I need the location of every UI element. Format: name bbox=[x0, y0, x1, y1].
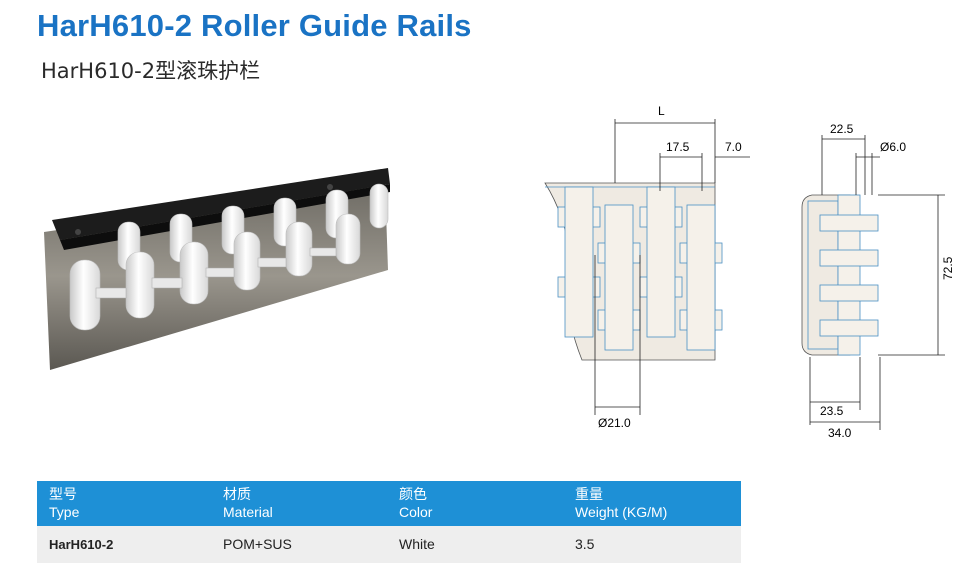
dim-roller-diameter: Ø21.0 bbox=[598, 416, 631, 430]
dim-pitch: 17.5 bbox=[666, 140, 690, 154]
dim-height: 72.5 bbox=[941, 256, 955, 280]
dim-length: L bbox=[658, 104, 665, 118]
dim-width-total: 34.0 bbox=[828, 426, 852, 440]
cell-type: HarH610-2 bbox=[37, 526, 211, 563]
cell-material: POM+SUS bbox=[211, 526, 387, 563]
page-subtitle: HarH610-2型滚珠护栏 bbox=[41, 59, 261, 83]
technical-drawing: L 17.5 7.0 Ø21.0 22.5 Ø6.0 72.5 23.5 34.… bbox=[544, 104, 955, 440]
dim-width-mid: 23.5 bbox=[820, 404, 844, 418]
cell-weight: 3.5 bbox=[563, 526, 741, 563]
dim-offset: 7.0 bbox=[725, 140, 742, 154]
cell-color: White bbox=[387, 526, 563, 563]
product-photo bbox=[44, 168, 390, 370]
table-row: HarH610-2 POM+SUS White 3.5 bbox=[37, 526, 741, 563]
page-title: HarH610-2 Roller Guide Rails bbox=[37, 8, 472, 43]
dim-width-top: 22.5 bbox=[830, 122, 854, 136]
dim-axle-diameter: Ø6.0 bbox=[880, 140, 906, 154]
